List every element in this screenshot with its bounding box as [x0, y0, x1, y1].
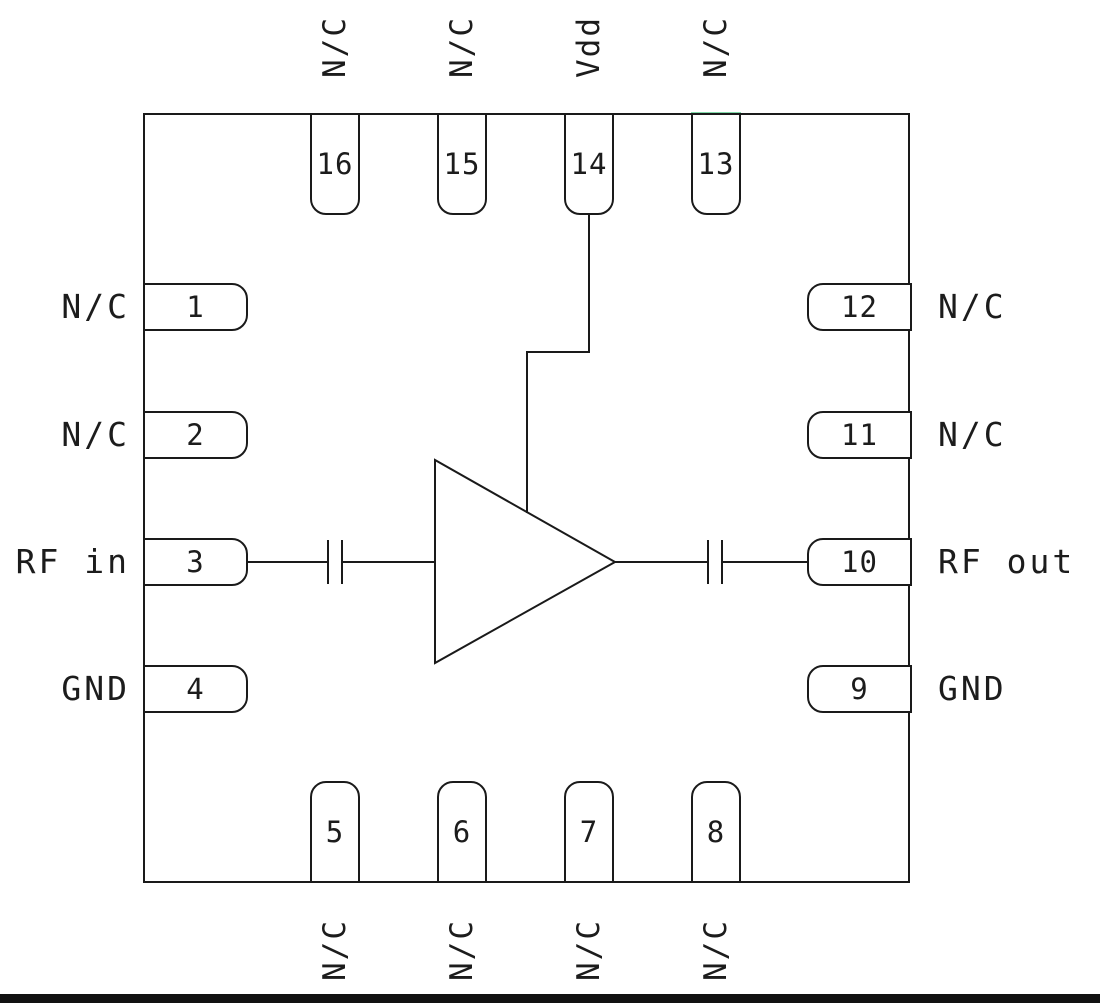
pad-pin-12: 12 — [807, 283, 912, 331]
pad-pin-7: 7 — [564, 781, 614, 883]
pin-label-2: N/C — [61, 415, 130, 454]
pin-number-7: 7 — [579, 815, 599, 849]
pad-pin-8: 8 — [691, 781, 741, 883]
pin-label-11: N/C — [938, 415, 1007, 454]
pin-number-2: 2 — [186, 418, 205, 452]
pin-number-4: 4 — [186, 672, 205, 706]
pin-number-11: 11 — [841, 418, 878, 452]
pad-pin-6: 6 — [437, 781, 487, 883]
pad-pin-1: 1 — [143, 283, 248, 331]
pad-pin-15: 15 — [437, 113, 487, 215]
pin-number-12: 12 — [841, 290, 878, 324]
pin-label-9: GND — [938, 669, 1007, 708]
pin-number-16: 16 — [316, 147, 354, 181]
pin-number-3: 3 — [186, 545, 205, 579]
bottom-border-line — [0, 994, 1100, 1003]
pad-pin-13: 13 — [691, 113, 741, 215]
pin-label-10: RF out — [938, 542, 1076, 581]
pin-label-1: N/C — [61, 287, 130, 326]
pin-label-14: Vdd — [571, 16, 607, 78]
pad-pin-4: 4 — [143, 665, 248, 713]
pad-pin-9: 9 — [807, 665, 912, 713]
pin-label-7: N/C — [571, 919, 607, 981]
pin-number-5: 5 — [325, 815, 345, 849]
pad-pin-11: 11 — [807, 411, 912, 459]
pin-number-10: 10 — [841, 545, 878, 579]
pad-pin-5: 5 — [310, 781, 360, 883]
pin-number-14: 14 — [570, 147, 608, 181]
pin-label-8: N/C — [698, 919, 734, 981]
chip-body-outline — [143, 113, 910, 883]
pin-number-13: 13 — [697, 147, 735, 181]
pin-label-12: N/C — [938, 287, 1007, 326]
pad-pin-2: 2 — [143, 411, 248, 459]
pad-pin-10: 10 — [807, 538, 912, 586]
pin-label-15: N/C — [444, 16, 480, 78]
pin-number-8: 8 — [706, 815, 726, 849]
pin-label-4: GND — [61, 669, 130, 708]
pin-label-6: N/C — [444, 919, 480, 981]
pin-number-6: 6 — [452, 815, 472, 849]
pin-number-15: 15 — [443, 147, 481, 181]
pin-number-1: 1 — [186, 290, 205, 324]
pad-pin-16: 16 — [310, 113, 360, 215]
pin-label-16: N/C — [317, 16, 353, 78]
pin-label-13: N/C — [698, 16, 734, 78]
pin-label-3: RF in — [15, 542, 130, 581]
pad-pin-3: 3 — [143, 538, 248, 586]
pad-pin-14: 14 — [564, 113, 614, 215]
pin-number-9: 9 — [850, 672, 869, 706]
pin-label-5: N/C — [317, 919, 353, 981]
